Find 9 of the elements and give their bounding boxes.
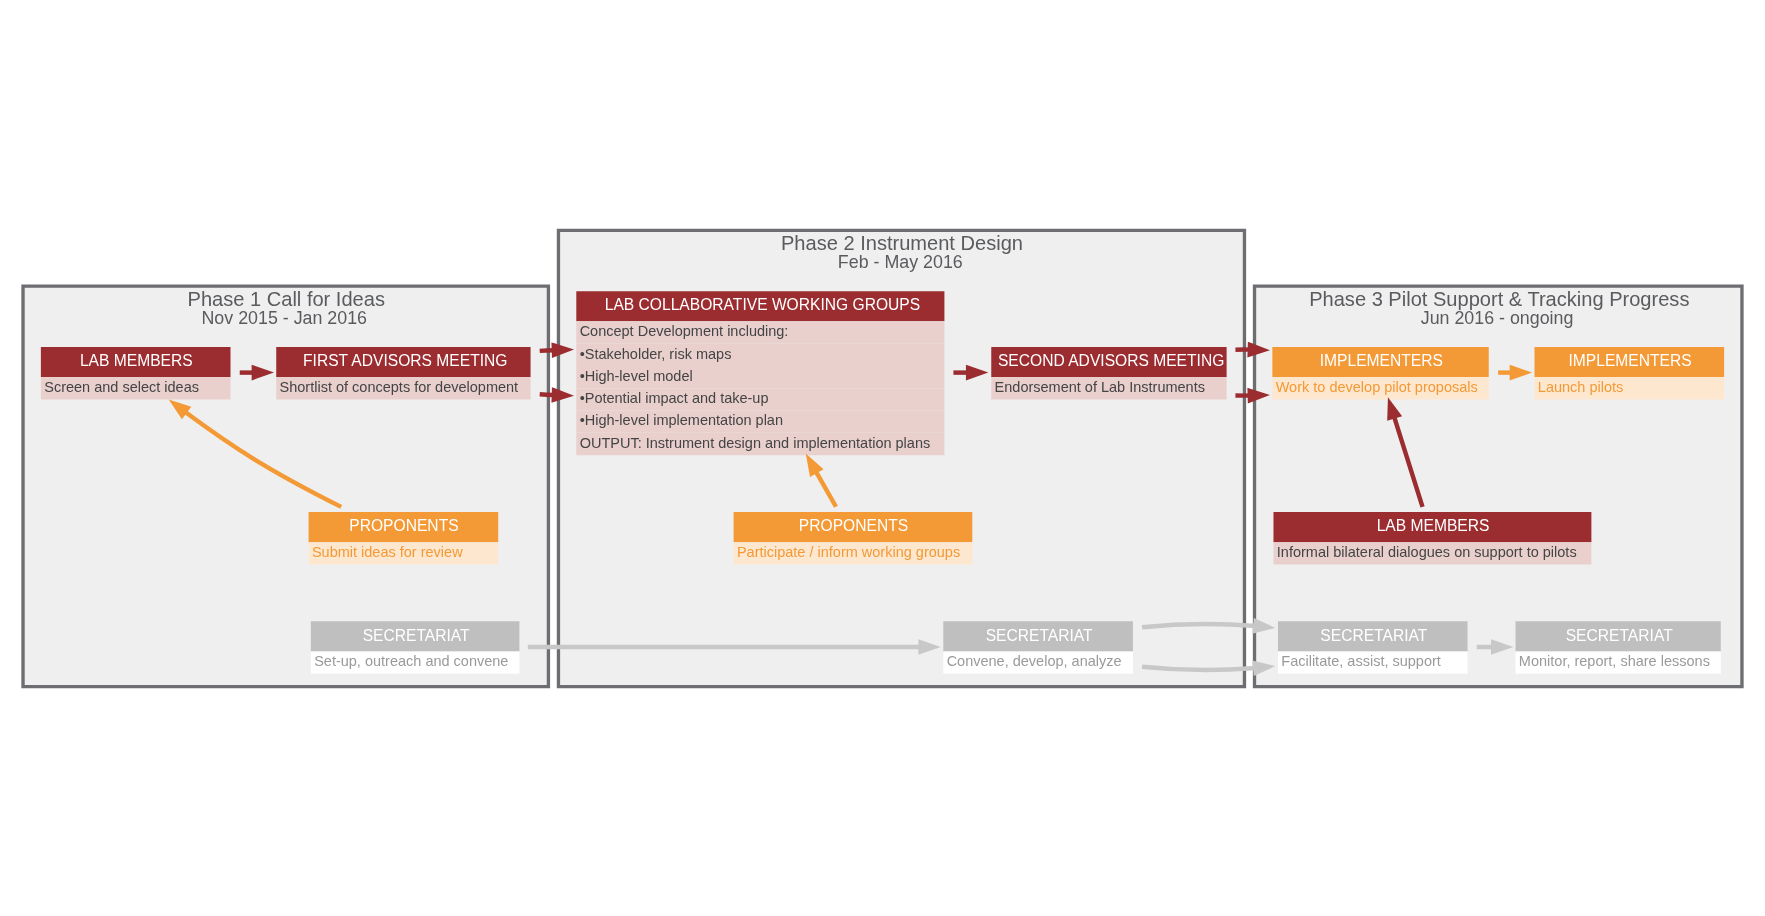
arrow bbox=[527, 638, 941, 655]
arrow bbox=[953, 364, 989, 380]
arrow bbox=[1498, 364, 1533, 380]
arrow bbox=[239, 364, 274, 380]
arrow bbox=[1387, 396, 1425, 508]
arrow bbox=[805, 453, 838, 508]
arrow bbox=[1141, 617, 1276, 676]
arrow bbox=[1235, 341, 1270, 403]
arrow bbox=[168, 399, 343, 509]
